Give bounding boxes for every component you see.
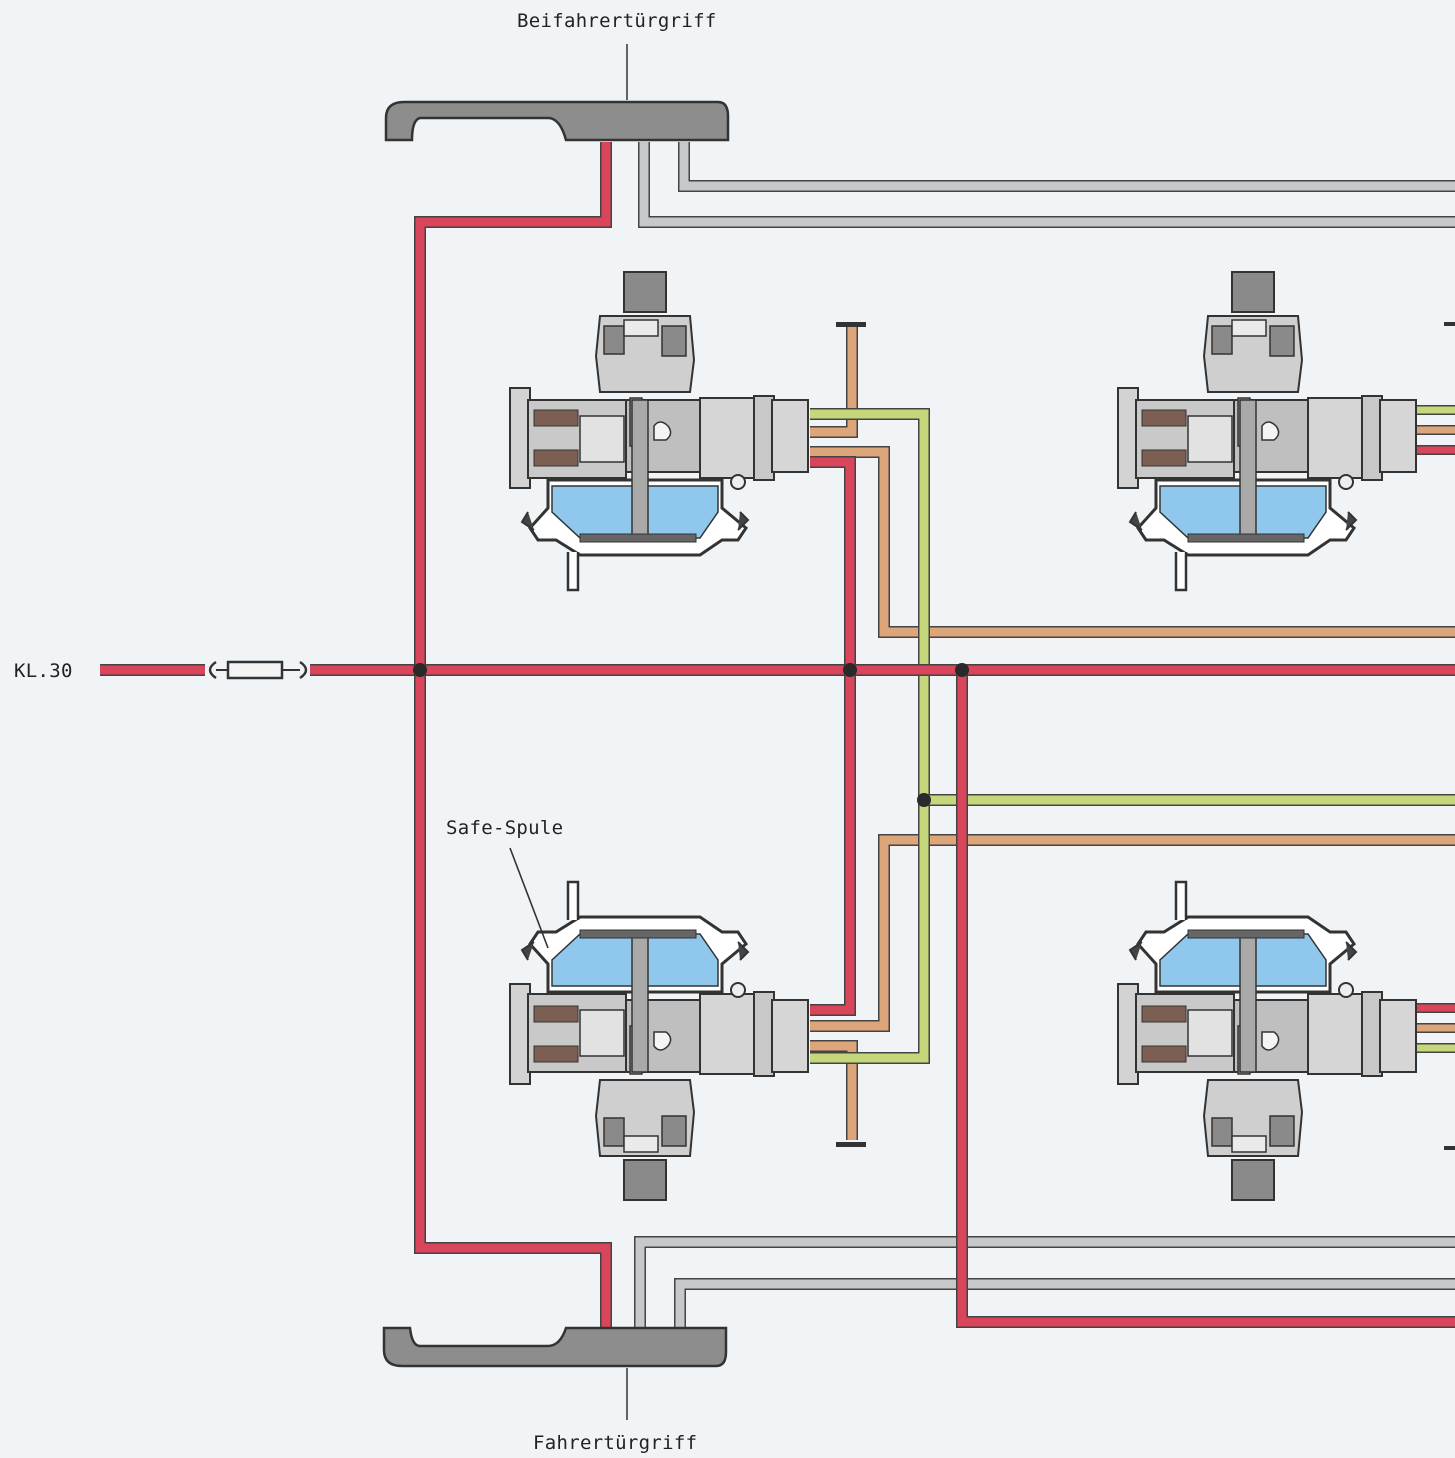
wire-red-bottom-return: [957, 670, 1455, 1327]
wire-gray-bottom-inner: [675, 1279, 1455, 1328]
junction-dot-icon: [413, 663, 427, 677]
wire-green-loop-outline: [810, 408, 930, 1064]
fuse-icon: [226, 660, 284, 680]
wire-gray-top-outer: [639, 142, 1455, 227]
lock-actuator-icon: [508, 270, 810, 592]
marker-top-bar: [836, 322, 866, 327]
wire-red-handles-outline: [414, 142, 612, 1328]
wire-red-actuators-outline: [810, 456, 856, 1016]
marker-right-bottom: [1444, 1146, 1455, 1150]
marker-right-top: [1444, 322, 1455, 326]
fuse-cap-right: [299, 660, 308, 680]
wire-orange-top: [810, 447, 1455, 637]
wire-green-loop: [810, 409, 929, 1063]
wire-red-handles: [415, 142, 611, 1328]
door-handle-icon: [384, 100, 730, 142]
lock-actuator-icon: [1116, 270, 1418, 592]
wire-red-actuators: [810, 457, 855, 1015]
wire-orange-top-stub: [810, 326, 857, 437]
safe-coil-leader: [509, 847, 549, 949]
fuse-cap-left: [208, 660, 217, 680]
terminal-30-label: KL.30: [14, 660, 73, 682]
junction-dot-icon: [917, 793, 931, 807]
safe-coil-label: Safe-Spule: [446, 817, 564, 839]
lock-actuator-icon: [508, 880, 810, 1202]
junction-dot-icon: [843, 663, 857, 677]
wire-gray-top-inner-outline: [678, 142, 1455, 192]
wire-gray-bottom-outer: [635, 1237, 1455, 1328]
lock-actuator-icon: [1116, 880, 1418, 1202]
junction-dot-icon: [955, 663, 969, 677]
passenger-door-handle-label: Beifahrertürgriff: [517, 10, 717, 32]
marker-bottom-bar: [836, 1142, 866, 1147]
wire-orange-bottom: [810, 835, 1455, 1031]
driver-door-handle-label: Fahrertürgriff: [533, 1432, 698, 1454]
wire-gray-top-inner: [679, 142, 1455, 191]
wire-orange-bottom-stub: [810, 1041, 857, 1140]
door-handle-icon: [382, 1326, 728, 1368]
